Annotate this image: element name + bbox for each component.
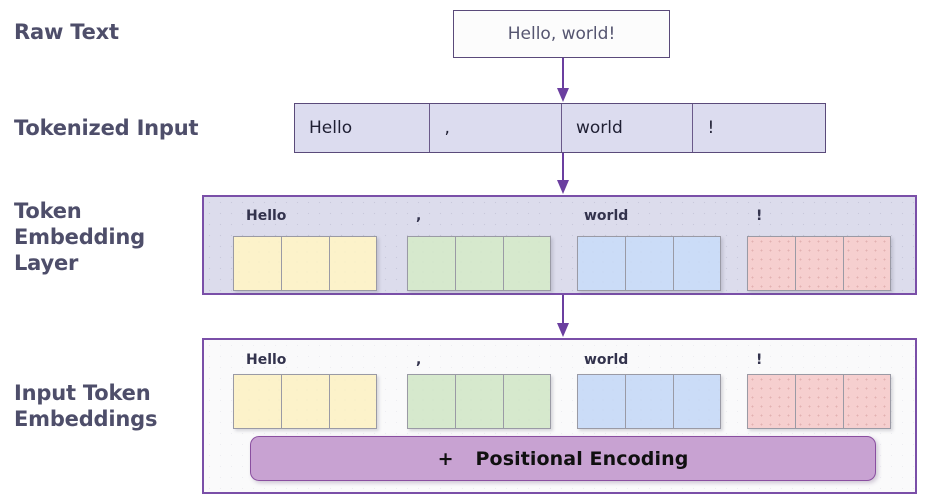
embedding-cell xyxy=(625,236,673,291)
embedding-cells-comma xyxy=(407,374,551,429)
embedding-cells-bang xyxy=(747,374,891,429)
token-cell-0: Hello xyxy=(295,104,431,152)
row-label-tokenized-input: Tokenized Input xyxy=(14,116,199,140)
raw-text-box: Hello, world! xyxy=(453,10,670,58)
embedding-cell xyxy=(407,236,455,291)
embedding-cell xyxy=(503,236,551,291)
embedding-cell xyxy=(329,374,377,429)
embedding-cell xyxy=(281,236,329,291)
row-label-input-token-embeddings: Input Token Embeddings xyxy=(14,381,158,431)
raw-text-value: Hello, world! xyxy=(507,24,616,44)
embedding-group-label-world: world xyxy=(584,352,629,368)
token-cell-2: world xyxy=(562,104,694,152)
token-cell-label: , xyxy=(444,118,450,138)
embedding-cells-world xyxy=(577,374,721,429)
embedding-group-label-bang: ! xyxy=(756,352,763,368)
embedding-cells-hello xyxy=(233,236,377,291)
embedding-cell xyxy=(407,374,455,429)
embedding-group-label-hello: Hello xyxy=(246,352,287,368)
token-embedding-layer-panel: Hello , world ! xyxy=(202,195,917,295)
token-cell-1: , xyxy=(430,104,562,152)
embedding-cell xyxy=(281,374,329,429)
embedding-cell xyxy=(455,374,503,429)
embedding-group-label-comma: , xyxy=(416,352,422,368)
embedding-cell xyxy=(747,236,795,291)
embedding-cells-hello xyxy=(233,374,377,429)
embedding-cell xyxy=(673,236,721,291)
embedding-cell xyxy=(503,374,551,429)
embedding-cells-world xyxy=(577,236,721,291)
tokenized-input-row: Hello , world ! xyxy=(294,103,826,153)
input-token-embeddings-panel: Hello , world ! + Positional Encoding xyxy=(202,338,917,494)
embedding-cell xyxy=(329,236,377,291)
row-label-raw-text: Raw Text xyxy=(14,20,119,44)
arrow-token-embedding-to-input-embedding xyxy=(555,295,571,338)
arrow-tokenized-to-token-embedding xyxy=(555,153,571,195)
embedding-group-label-world: world xyxy=(584,208,629,224)
embedding-cell xyxy=(625,374,673,429)
embedding-cell xyxy=(795,374,843,429)
embedding-cell xyxy=(673,374,721,429)
token-cell-label: Hello xyxy=(309,118,353,138)
embedding-cell xyxy=(747,374,795,429)
plus-sign-icon: + xyxy=(437,447,454,470)
positional-encoding-bar: + Positional Encoding xyxy=(250,436,876,481)
token-cell-3: ! xyxy=(693,104,825,152)
embedding-cell xyxy=(233,236,281,291)
embedding-cell xyxy=(577,374,625,429)
embedding-cell xyxy=(795,236,843,291)
row-label-token-embedding-layer: Token Embedding Layer xyxy=(14,199,145,275)
embedding-cell xyxy=(455,236,503,291)
embedding-cell xyxy=(577,236,625,291)
embedding-group-label-comma: , xyxy=(416,208,422,224)
embedding-group-label-bang: ! xyxy=(756,208,763,224)
embedding-cells-comma xyxy=(407,236,551,291)
positional-encoding-label: Positional Encoding xyxy=(475,447,689,470)
arrow-raw-text-to-tokenized xyxy=(555,58,571,103)
token-cell-label: ! xyxy=(707,118,715,138)
embedding-group-label-hello: Hello xyxy=(246,208,287,224)
embedding-cells-bang xyxy=(747,236,891,291)
embedding-cell xyxy=(233,374,281,429)
embedding-cell xyxy=(843,374,891,429)
embedding-cell xyxy=(843,236,891,291)
token-cell-label: world xyxy=(575,118,623,138)
